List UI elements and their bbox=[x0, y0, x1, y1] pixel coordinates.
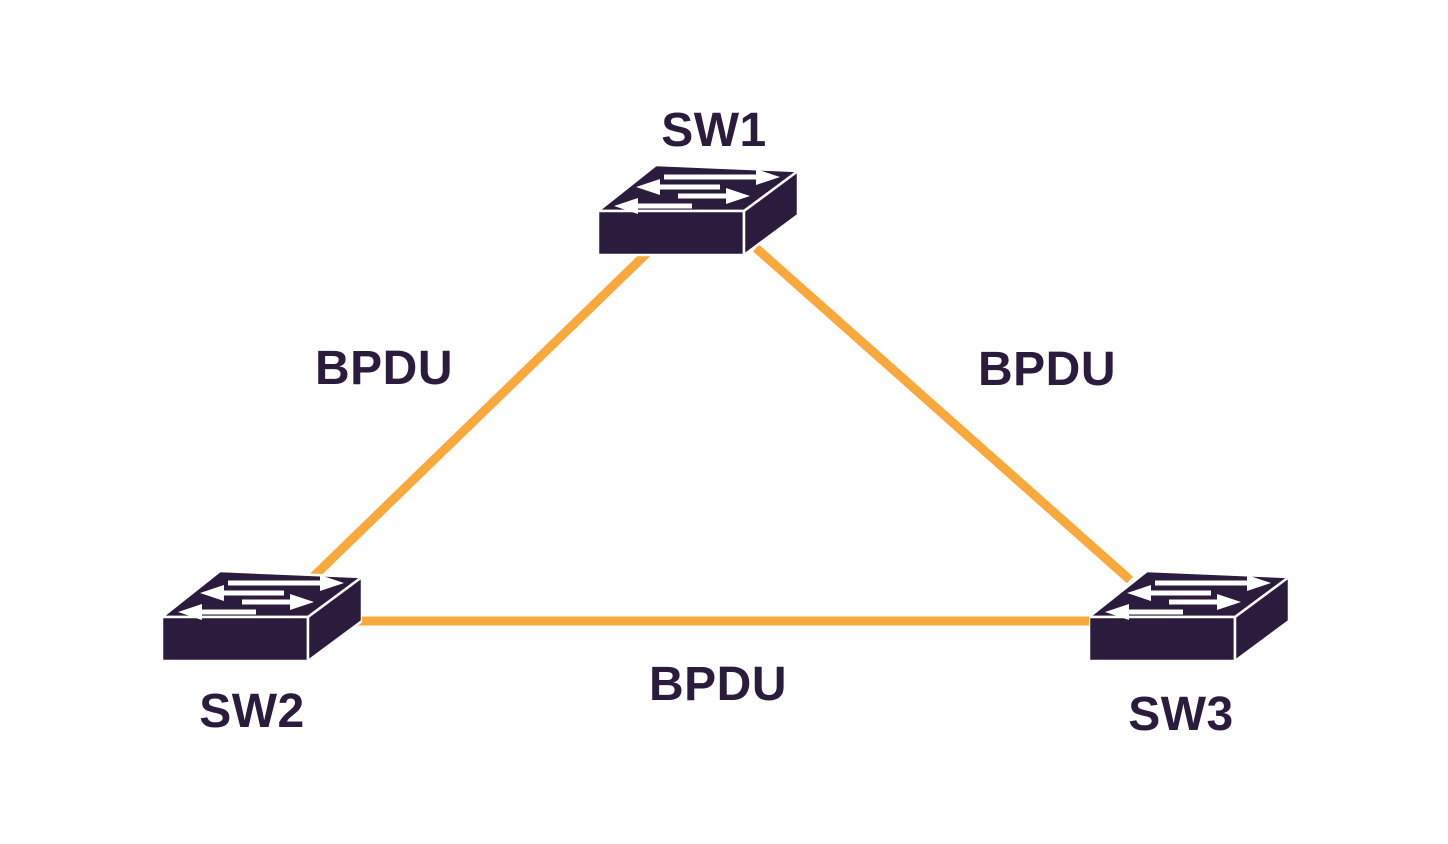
network-switch-icon-sw1 bbox=[598, 163, 798, 257]
link-sw1-sw3 bbox=[753, 244, 1133, 584]
node-label-sw1: SW1 bbox=[661, 104, 767, 157]
link-label-sw1-sw3: BPDU bbox=[978, 343, 1116, 396]
network-switch-icon-sw3 bbox=[1089, 569, 1289, 663]
link-sw1-sw2 bbox=[308, 248, 652, 582]
node-label-sw2: SW2 bbox=[199, 685, 305, 738]
node-label-sw3: SW3 bbox=[1128, 688, 1234, 741]
network-switch-icon-sw2 bbox=[162, 569, 362, 663]
link-label-sw1-sw2: BPDU bbox=[315, 342, 453, 395]
link-label-sw2-sw3: BPDU bbox=[649, 658, 787, 711]
